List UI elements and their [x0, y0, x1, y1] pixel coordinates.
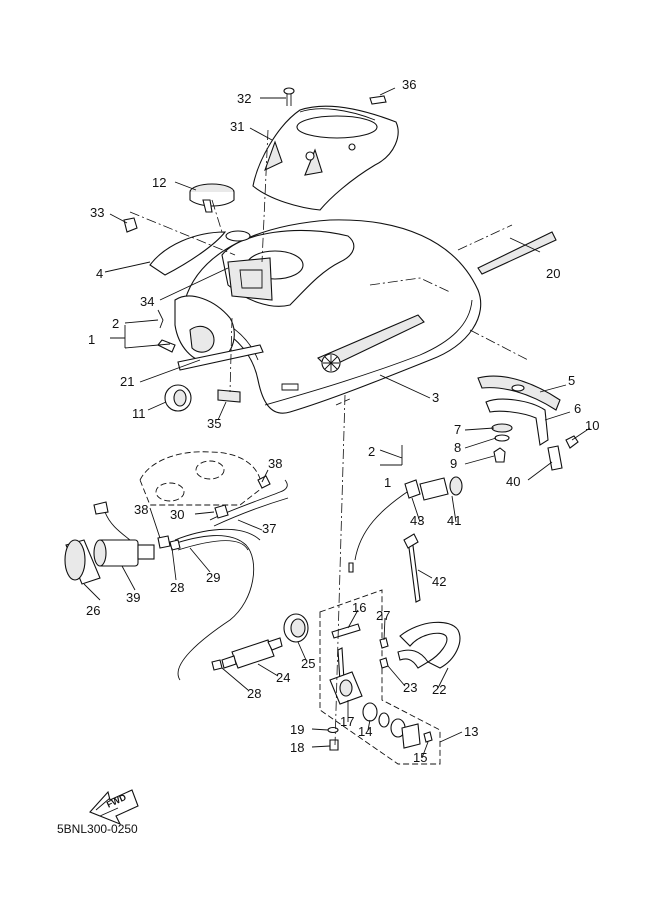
part-label-20: 20 [546, 266, 560, 281]
fuel-cock-assembly [319, 589, 461, 765]
tank-emblem [317, 314, 425, 373]
drawing [64, 87, 591, 826]
part-label-8: 8 [454, 440, 461, 455]
part-label-23: 23 [403, 680, 417, 695]
part-label-37: 37 [262, 521, 276, 536]
fuel-cap [189, 183, 235, 213]
part-label-12: 12 [152, 175, 166, 190]
diagram-code: 5BNL300-0250 [57, 822, 138, 836]
part-label-17: 17 [340, 714, 354, 729]
forward-direction-arrow [89, 789, 139, 826]
left-side-cover [157, 295, 264, 371]
part-label-11: 11 [132, 406, 146, 421]
part-label-16: 16 [352, 600, 366, 615]
fuel-filter [211, 613, 309, 671]
part-label-41: 41 [447, 513, 461, 528]
part-label-32: 32 [237, 91, 251, 106]
part-label-26: 26 [86, 603, 100, 618]
tank-top-cover [252, 105, 399, 211]
part-label-4: 4 [96, 266, 103, 281]
part-label-2: 2 [368, 444, 375, 459]
grommet-top [369, 95, 387, 105]
rear-bracket [477, 375, 579, 471]
part-label-38: 38 [134, 502, 148, 517]
part-label-10: 10 [585, 418, 599, 433]
part-label-7: 7 [454, 422, 461, 437]
part-label-13: 13 [464, 724, 478, 739]
part-label-21: 21 [120, 374, 134, 389]
pad-35 [217, 389, 241, 403]
damper-11 [164, 384, 192, 412]
part-label-38: 38 [268, 456, 282, 471]
part-label-29: 29 [206, 570, 220, 585]
part-label-39: 39 [126, 590, 140, 605]
part-label-6: 6 [574, 401, 581, 416]
screw-top [283, 87, 295, 106]
fuel-pump [64, 501, 155, 585]
fuel-hoses [157, 475, 289, 681]
part-label-34: 34 [140, 294, 154, 309]
fuel-pump-bracket [139, 451, 263, 506]
part-label-19: 19 [290, 722, 304, 737]
reference-lines [129, 129, 529, 746]
part-label-14: 14 [358, 724, 372, 739]
knee-pad-left [149, 231, 227, 276]
part-label-30: 30 [170, 507, 184, 522]
part-label-40: 40 [506, 474, 520, 489]
part-label-1: 1 [384, 475, 391, 490]
part-label-33: 33 [90, 205, 104, 220]
part-label-18: 18 [290, 740, 304, 755]
clip-33 [123, 217, 138, 233]
part-label-25: 25 [301, 656, 315, 671]
part-label-24: 24 [276, 670, 290, 685]
part-label-31: 31 [230, 119, 244, 134]
part-label-1: 1 [88, 332, 95, 347]
part-label-28: 28 [247, 686, 261, 701]
part-label-9: 9 [450, 456, 457, 471]
part-label-27: 27 [376, 608, 390, 623]
part-label-3: 3 [432, 390, 439, 405]
part-label-36: 36 [402, 77, 416, 92]
part-label-28: 28 [170, 580, 184, 595]
choke-cable [348, 476, 463, 603]
part-label-22: 22 [432, 682, 446, 697]
tank-strap [477, 231, 557, 275]
part-label-15: 15 [413, 750, 427, 765]
part-number-labels: 1 1 2 2 3 4 5 6 7 8 9 10 11 12 13 14 15 … [57, 77, 599, 836]
leader-lines [83, 87, 591, 759]
part-label-5: 5 [568, 373, 575, 388]
part-label-43: 43 [410, 513, 424, 528]
part-label-35: 35 [207, 416, 221, 431]
filler-area [221, 229, 355, 307]
part-label-42: 42 [432, 574, 446, 589]
part-label-2: 2 [112, 316, 119, 331]
